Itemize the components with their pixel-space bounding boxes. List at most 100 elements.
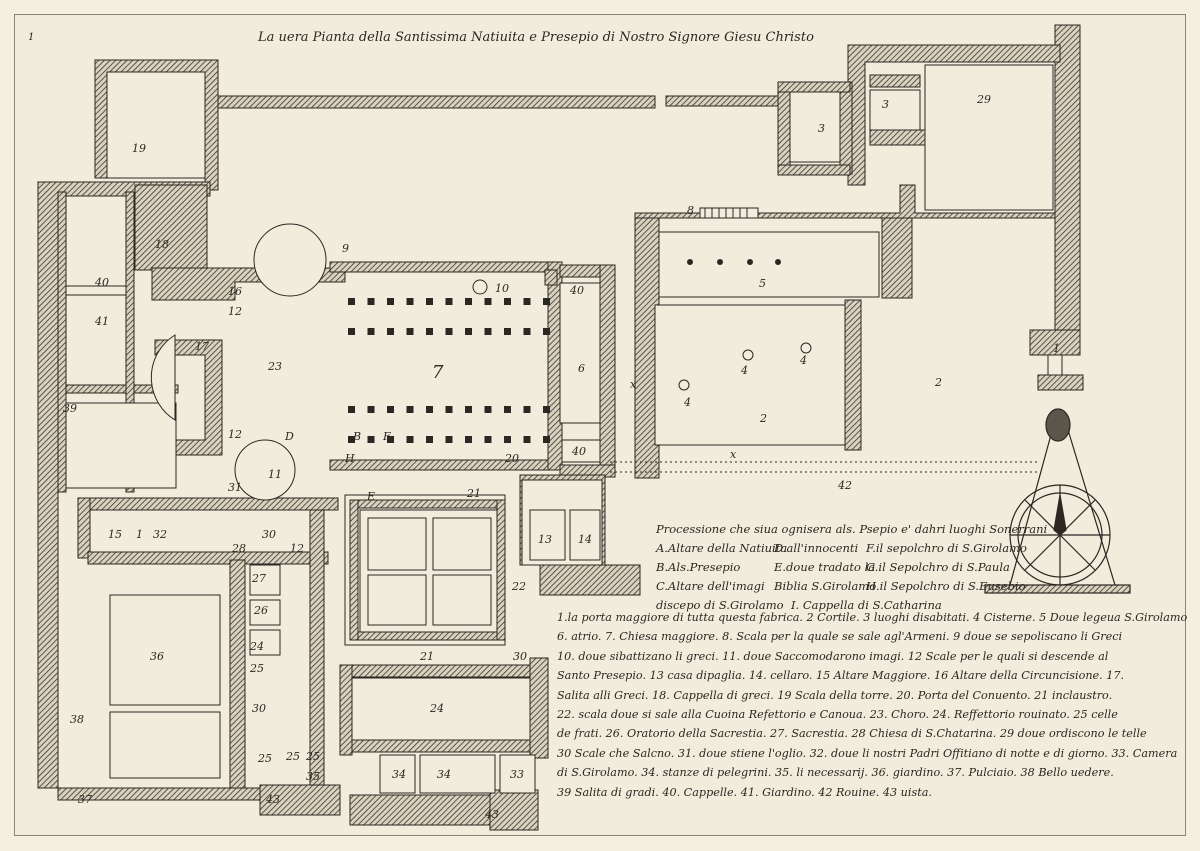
plan-label: 41 xyxy=(94,315,109,328)
plan-label: 34 xyxy=(392,768,406,781)
dotted-lines xyxy=(610,461,1040,473)
column xyxy=(484,328,492,335)
plan-label: 33 xyxy=(510,768,524,781)
column xyxy=(406,298,414,305)
plan-label: 40 xyxy=(571,445,586,458)
plate-number: 1 xyxy=(28,32,35,43)
plan-label: 3 xyxy=(818,122,825,135)
plan-label: 22 xyxy=(511,580,526,593)
nave-columns xyxy=(348,298,550,443)
plan-label: x xyxy=(730,448,737,461)
column xyxy=(523,436,531,443)
legend-line: 10. doue sibattizano li greci. 11. doue … xyxy=(557,649,1109,663)
plan-label: H xyxy=(344,452,355,465)
column xyxy=(543,436,550,443)
plan-label: 10 xyxy=(495,282,509,295)
column xyxy=(367,328,375,335)
legend-line: di S.Girolamo. 34. stanze di pelegrini. … xyxy=(557,766,1114,780)
procession-cell: A.Altare della Natiuita xyxy=(656,541,788,555)
compass-rose-icon xyxy=(984,408,1131,594)
plan-label: F xyxy=(382,430,391,443)
plan-label: 19 xyxy=(132,142,146,155)
column xyxy=(387,436,394,443)
column xyxy=(465,328,472,335)
plan-label: 26 xyxy=(253,604,268,617)
plan-label: 27 xyxy=(251,572,266,585)
column xyxy=(367,298,375,305)
plan-label: 3 xyxy=(882,98,889,111)
column xyxy=(465,436,472,443)
column xyxy=(426,406,433,413)
plan-label: D xyxy=(284,430,294,443)
plan-label: 28 xyxy=(231,542,246,555)
plan-label: 2 xyxy=(759,412,767,425)
procession-cell: D.all'innocenti xyxy=(774,541,859,555)
procession-cell: Biblia S.Girolamo xyxy=(774,579,877,593)
column xyxy=(426,328,433,335)
procession-row: C.Altare dell'imagi Biblia S.Girolamo H.… xyxy=(656,577,1047,596)
column xyxy=(445,298,453,305)
plan-label: 5 xyxy=(759,277,766,290)
column xyxy=(387,298,394,305)
column xyxy=(406,406,414,413)
procession-cell: G.il Sepolchro di S.Paula xyxy=(866,560,1010,574)
procession-row: discepo di S.Girolamo I. Cappella di S.C… xyxy=(656,596,1047,615)
plan-label: 34 xyxy=(437,768,451,781)
plan-label: 30 xyxy=(252,702,266,715)
column xyxy=(484,406,492,413)
plan-label: 11 xyxy=(268,468,282,481)
procession-cell: C.Altare dell'imagi xyxy=(656,579,765,593)
plan-label: 32 xyxy=(153,528,167,541)
column xyxy=(406,328,414,335)
column xyxy=(426,298,433,305)
plan-label: 1 xyxy=(1053,342,1060,355)
column xyxy=(367,436,375,443)
procession-cell: H.il Sepolchro di S.Eusebio xyxy=(866,579,1026,593)
plan-label: 31 xyxy=(228,481,242,494)
column xyxy=(387,406,394,413)
column xyxy=(504,436,511,443)
plan-label: 4 xyxy=(683,396,691,409)
legend-line: 6. atrio. 7. Chiesa maggiore. 8. Scala p… xyxy=(557,630,1123,644)
plan-label: 35 xyxy=(306,770,320,783)
plan-label: 30 xyxy=(513,650,527,663)
plan-label: 39 xyxy=(63,402,77,415)
legend-line: Santo Presepio. 13 casa dipaglia. 14. ce… xyxy=(557,669,1125,683)
plan-label: 8 xyxy=(687,204,694,217)
column xyxy=(348,436,355,443)
plan-label: 21 xyxy=(466,487,481,500)
plan-label: 7 xyxy=(432,362,444,383)
legend-line: 39 Salita di gradi. 40. Cappelle. 41. Gi… xyxy=(557,785,932,799)
plan-label: 21 xyxy=(419,650,434,663)
plan-label: 38 xyxy=(70,713,84,726)
column xyxy=(367,406,375,413)
plan-label: x xyxy=(630,378,637,391)
plan-label: 42 xyxy=(837,479,852,492)
stair-8 xyxy=(699,207,759,219)
column xyxy=(465,406,472,413)
column xyxy=(543,328,550,335)
plan-label: 1 xyxy=(136,528,143,541)
column xyxy=(504,328,511,335)
column xyxy=(406,436,414,443)
room-5-dots xyxy=(687,259,781,265)
legend-line: de frati. 26. Oratorio della Sacrestia. … xyxy=(557,727,1147,741)
procession-legend: Processione che siua ognisera als. Psepi… xyxy=(656,520,1047,615)
plan-label: 14 xyxy=(578,533,592,546)
column xyxy=(348,328,355,335)
column xyxy=(484,298,492,305)
plan-label: 40 xyxy=(569,284,584,297)
plan-label: 23 xyxy=(267,360,282,373)
legend-line: 30 Scale che Salcno. 31. doue stiene l'o… xyxy=(557,746,1178,760)
plan-label: 17 xyxy=(195,340,209,353)
column xyxy=(523,298,531,305)
plan-label: 4 xyxy=(740,364,748,377)
procession-cell: B.Als.Presepio xyxy=(656,560,741,574)
plan-label: 40 xyxy=(94,276,109,289)
column xyxy=(543,406,550,413)
column xyxy=(523,328,531,335)
column xyxy=(387,328,394,335)
